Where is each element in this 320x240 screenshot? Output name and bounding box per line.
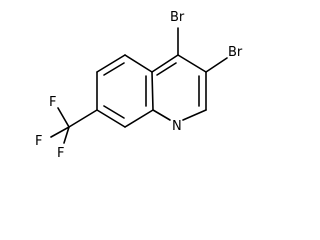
atom-label-n-1: N	[172, 119, 182, 134]
bond-c4a-c8a	[151, 71, 154, 111]
atom-label-br-3: Br	[228, 45, 243, 60]
bond-c8-c8a	[124, 109, 154, 128]
bond-c3-c4	[177, 54, 207, 73]
bond-c7-c8	[96, 109, 126, 128]
bond-c4-c4a-inner	[156, 62, 177, 76]
atom-label-f-bottom: F	[57, 146, 64, 161]
bond-cf3-f-left	[50, 126, 70, 138]
structure-canvas: Br Br N F F F	[35, 10, 243, 161]
quinoline-structure-diagram: Br Br N F F F	[35, 10, 243, 161]
bond-n1-c2	[182, 109, 207, 121]
bond-c5-c6-inner	[103, 62, 125, 76]
bond-c7-cf3	[68, 109, 98, 128]
bond-c4-c4a	[151, 54, 179, 73]
bond-c3-br	[205, 57, 228, 73]
bond-c5-c6	[96, 54, 126, 73]
bond-c8a-n1	[152, 109, 171, 121]
atom-label-br-4: Br	[170, 10, 185, 25]
bond-cf3-f-bottom	[63, 126, 70, 144]
atom-label-f-left: F	[35, 134, 42, 149]
bond-c7-c8-inner	[103, 105, 125, 119]
atom-label-f-top: F	[49, 95, 56, 110]
bond-c4a-c5	[124, 54, 153, 73]
bond-cf3-f-top	[57, 107, 70, 128]
